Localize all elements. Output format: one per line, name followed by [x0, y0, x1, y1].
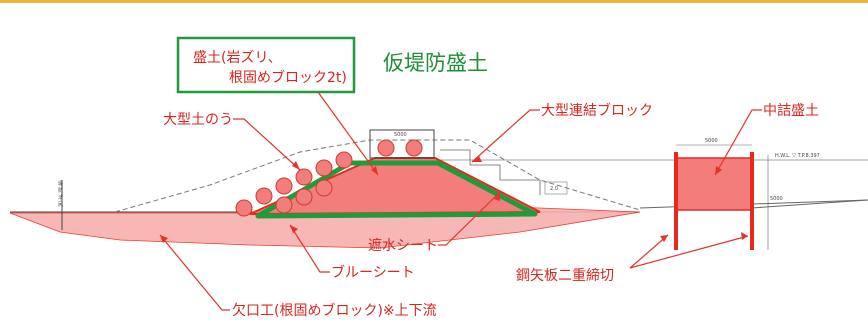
sandbag	[405, 139, 423, 157]
left-marker-text-3: 法	[58, 194, 63, 201]
left-marker-text-4: 尻	[58, 202, 63, 208]
connected-block-label: 大型連結ブロック	[541, 102, 653, 119]
arrowhead	[371, 166, 378, 175]
arrowhead	[715, 166, 722, 175]
arrowhead	[494, 192, 500, 201]
sandbag	[275, 196, 293, 214]
sandbag	[377, 139, 395, 157]
leader-connected-block	[471, 109, 540, 163]
small-dim-box	[544, 181, 568, 195]
fill-material-label-line1: 盛土(岩ズリ、	[193, 50, 282, 66]
blue-sheet-label: ブルーシート	[331, 264, 415, 281]
top-accent-rule	[0, 0, 868, 3]
arrowhead	[741, 232, 748, 240]
sandbag	[235, 199, 253, 217]
arrowhead	[160, 235, 168, 243]
arrowhead	[660, 235, 668, 242]
apron-label: 欠口工(根固めブロック)※上下流	[232, 302, 437, 319]
leader-sandbag	[233, 118, 301, 171]
sandbag	[295, 188, 313, 206]
height-dim-text: 5000	[770, 196, 783, 202]
apron-right-line	[751, 199, 868, 209]
fill-material-label-line2: 根固めブロック2t)	[229, 69, 347, 86]
right-width-dim: 5000	[705, 138, 718, 144]
arrowhead	[292, 161, 300, 170]
leader-fill-material	[317, 91, 379, 176]
sandbag	[335, 151, 353, 169]
inner-fill-label: 中詰盛土	[763, 103, 819, 119]
right-slope-steps	[440, 149, 541, 195]
sandbag	[295, 168, 313, 186]
temp-embankment-label: 仮堤防盛土	[383, 51, 488, 75]
leader-inner-fill	[714, 109, 762, 176]
leader-waterproof-sheet	[438, 191, 501, 246]
sandbag	[315, 179, 333, 197]
left-marker-text-1: 堤	[58, 180, 63, 187]
small-dim-text: 2.0	[550, 186, 558, 192]
fill-material-box	[176, 36, 356, 94]
sandbag	[255, 187, 273, 205]
left-marker-text-2: 防	[58, 187, 63, 194]
inner-fill-box	[675, 157, 753, 211]
water-level-text: H.W.L. ▽ T.P.8.397	[775, 153, 820, 159]
leader-arrowheads	[160, 156, 748, 243]
sandbag	[275, 177, 293, 195]
leader-steel-pile-2	[629, 235, 749, 269]
sandbag	[315, 159, 333, 177]
crest-width-dim: 5000	[394, 132, 407, 138]
arrowhead	[290, 225, 298, 233]
waterproof-sheet-label: 遮水シート	[368, 238, 438, 254]
temp-embankment-outline	[255, 160, 538, 219]
large-sandbag-label: 大型土のう	[163, 112, 233, 128]
sandbag-group	[235, 139, 423, 217]
leader-steel-pile-1	[629, 234, 669, 269]
steel-sheet-pile-label: 鋼矢板二重締切	[516, 267, 614, 284]
leader-lines	[159, 91, 762, 311]
top-block-frame	[369, 129, 435, 159]
leader-apron	[159, 234, 230, 311]
arrowhead	[472, 156, 482, 162]
leader-blue-sheet	[289, 224, 330, 273]
